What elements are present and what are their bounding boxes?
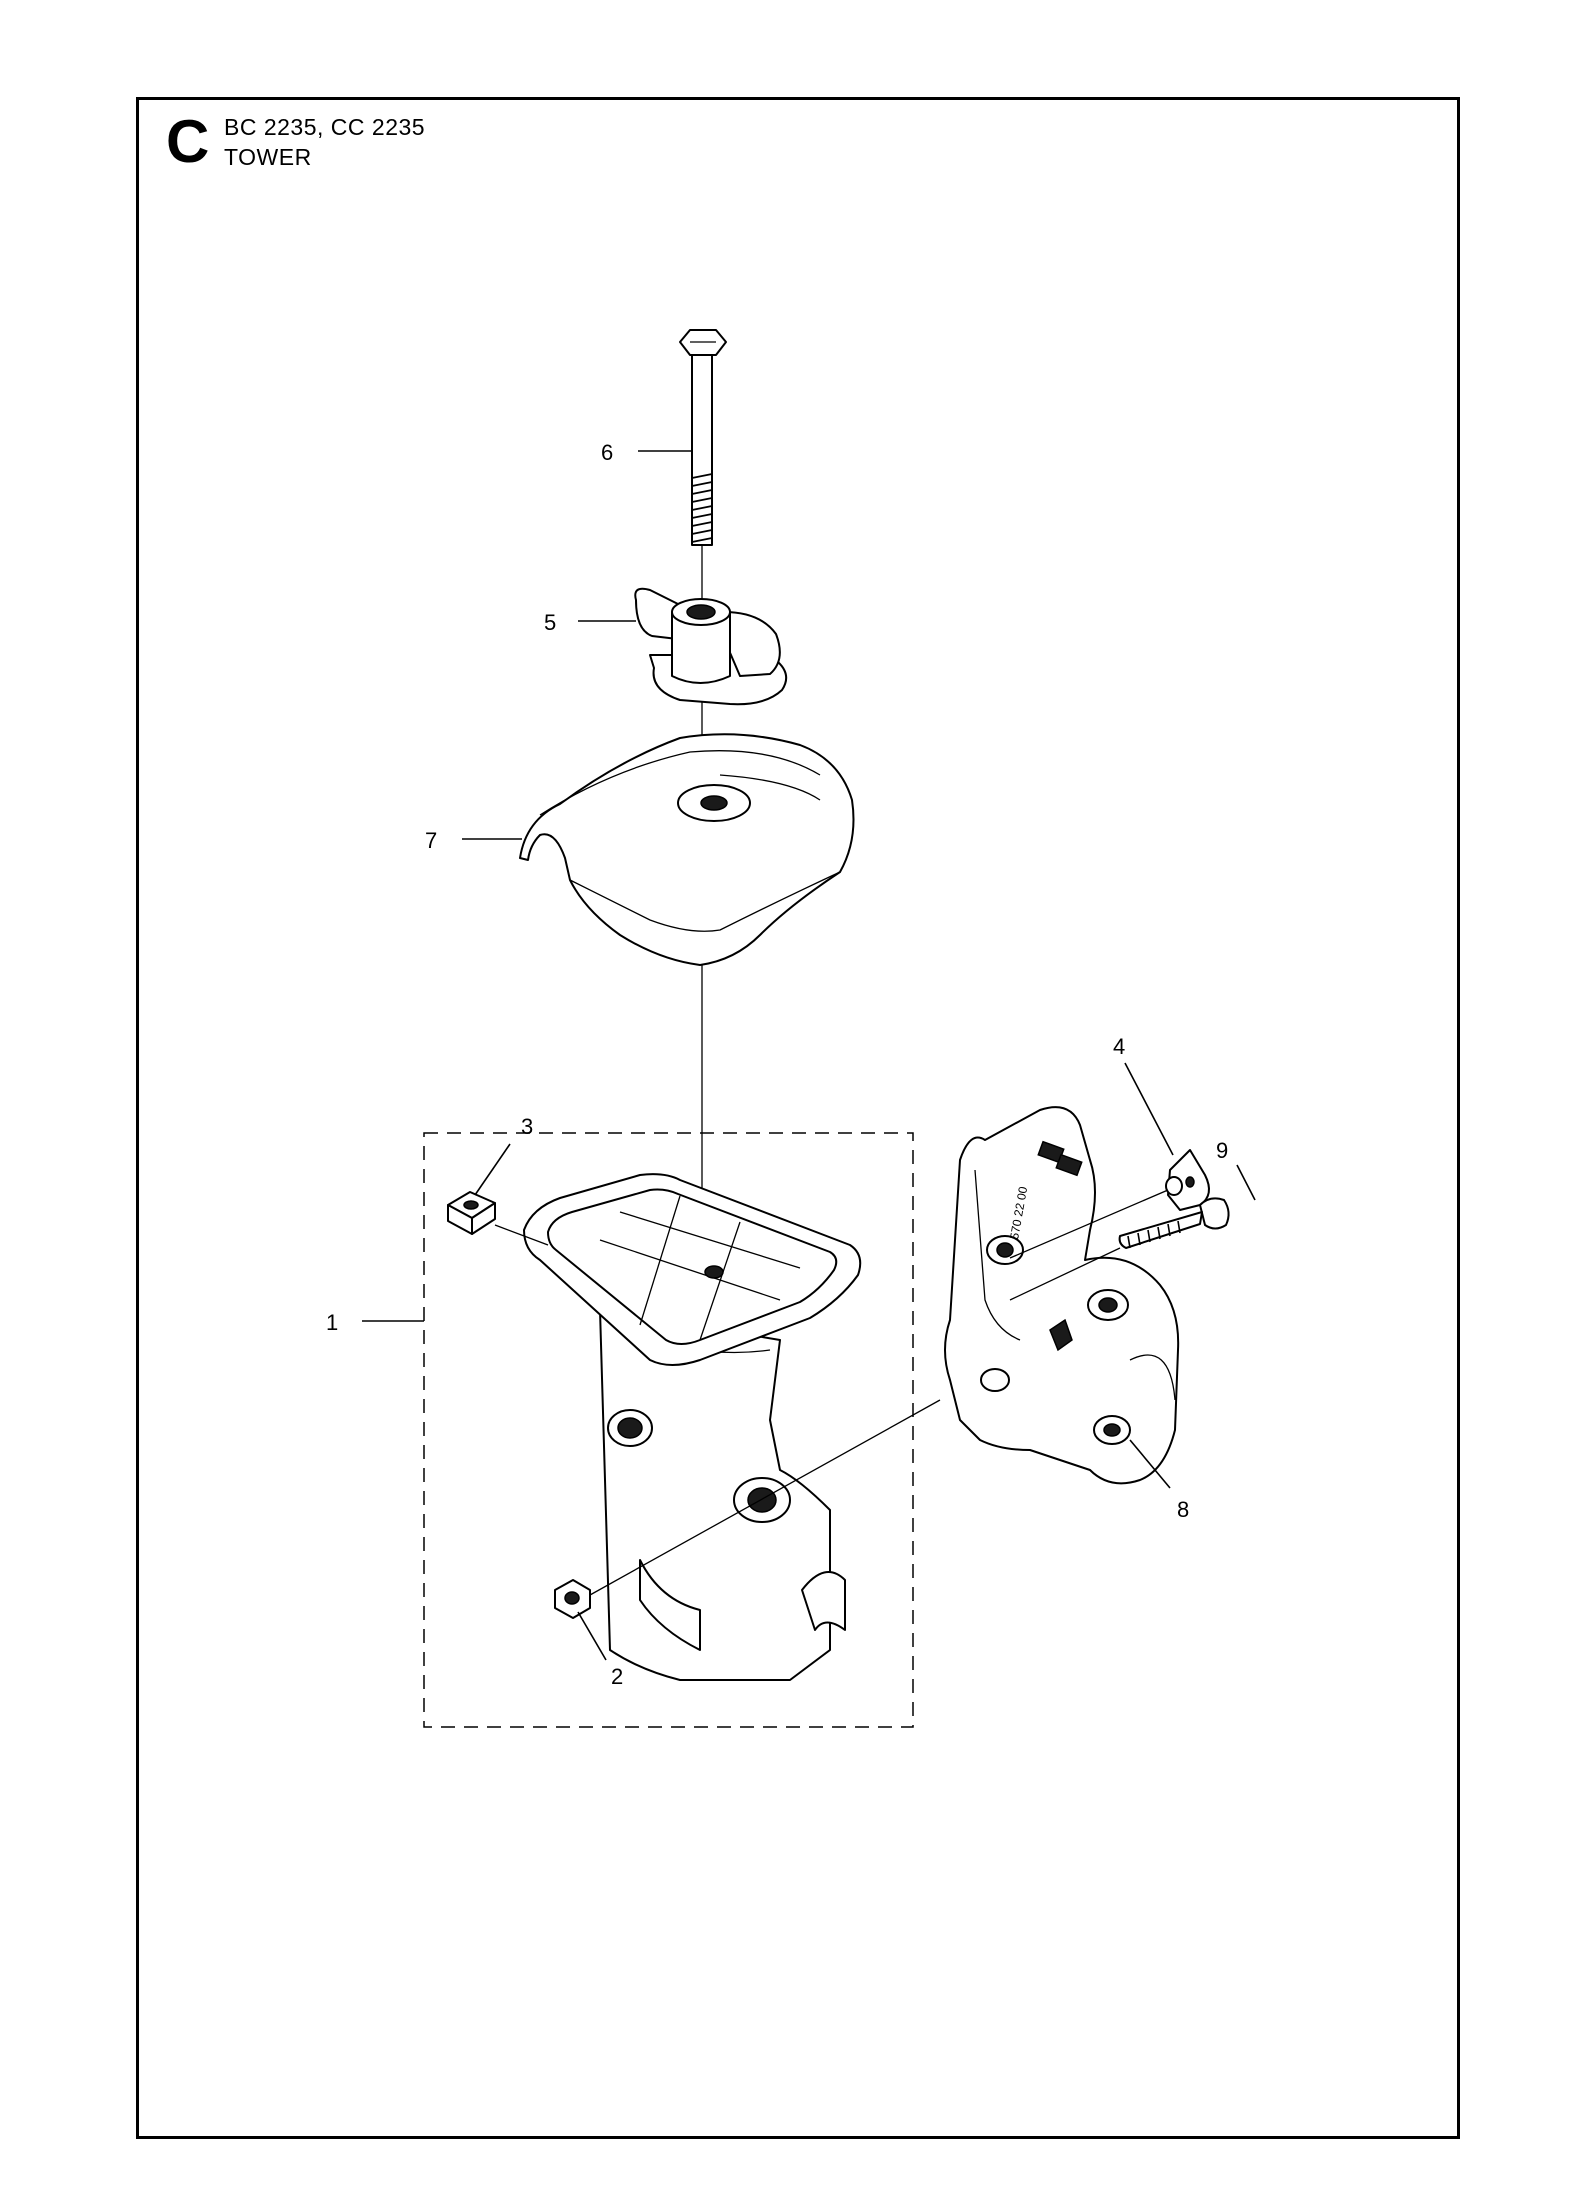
- assembly-line-nut: [589, 1399, 941, 1596]
- leader-9: [1236, 1164, 1256, 1201]
- callout-8: 8: [1177, 1497, 1189, 1522]
- bolt-part: [679, 329, 727, 546]
- square-nut-part: [447, 1191, 496, 1235]
- callout-4: 4: [1113, 1034, 1125, 1059]
- screw-part: [1118, 1197, 1230, 1249]
- assembly-line-square-nut: [494, 1224, 549, 1246]
- callout-6: 6: [601, 440, 613, 465]
- section-title: TOWER: [224, 144, 312, 170]
- section-letter: C: [166, 108, 210, 175]
- callout-9: 9: [1216, 1138, 1228, 1163]
- bracket-part: 570 22 00: [944, 1106, 1180, 1485]
- callout-3: 3: [521, 1114, 533, 1139]
- callout-1: 1: [326, 1310, 338, 1335]
- assembly-boundary: [423, 1132, 914, 1728]
- cover-part: [519, 733, 855, 966]
- nut-part: [554, 1579, 591, 1619]
- leader-2: [577, 1611, 607, 1661]
- callout-2: 2: [611, 1664, 623, 1689]
- model-line: BC 2235, CC 2235: [224, 114, 426, 140]
- leader-8: [1129, 1439, 1171, 1489]
- tower-part: [523, 1173, 862, 1681]
- leader-3: [474, 1143, 511, 1196]
- sheet-frame: [136, 97, 1460, 2139]
- clip-part: [1165, 1149, 1210, 1211]
- callout-7: 7: [425, 828, 437, 853]
- knob-part: [634, 587, 788, 706]
- assembly-line-clip: [1009, 1189, 1169, 1259]
- leader-4: [1124, 1062, 1174, 1156]
- assembly-line-screw: [1009, 1247, 1121, 1301]
- callout-5: 5: [544, 610, 556, 635]
